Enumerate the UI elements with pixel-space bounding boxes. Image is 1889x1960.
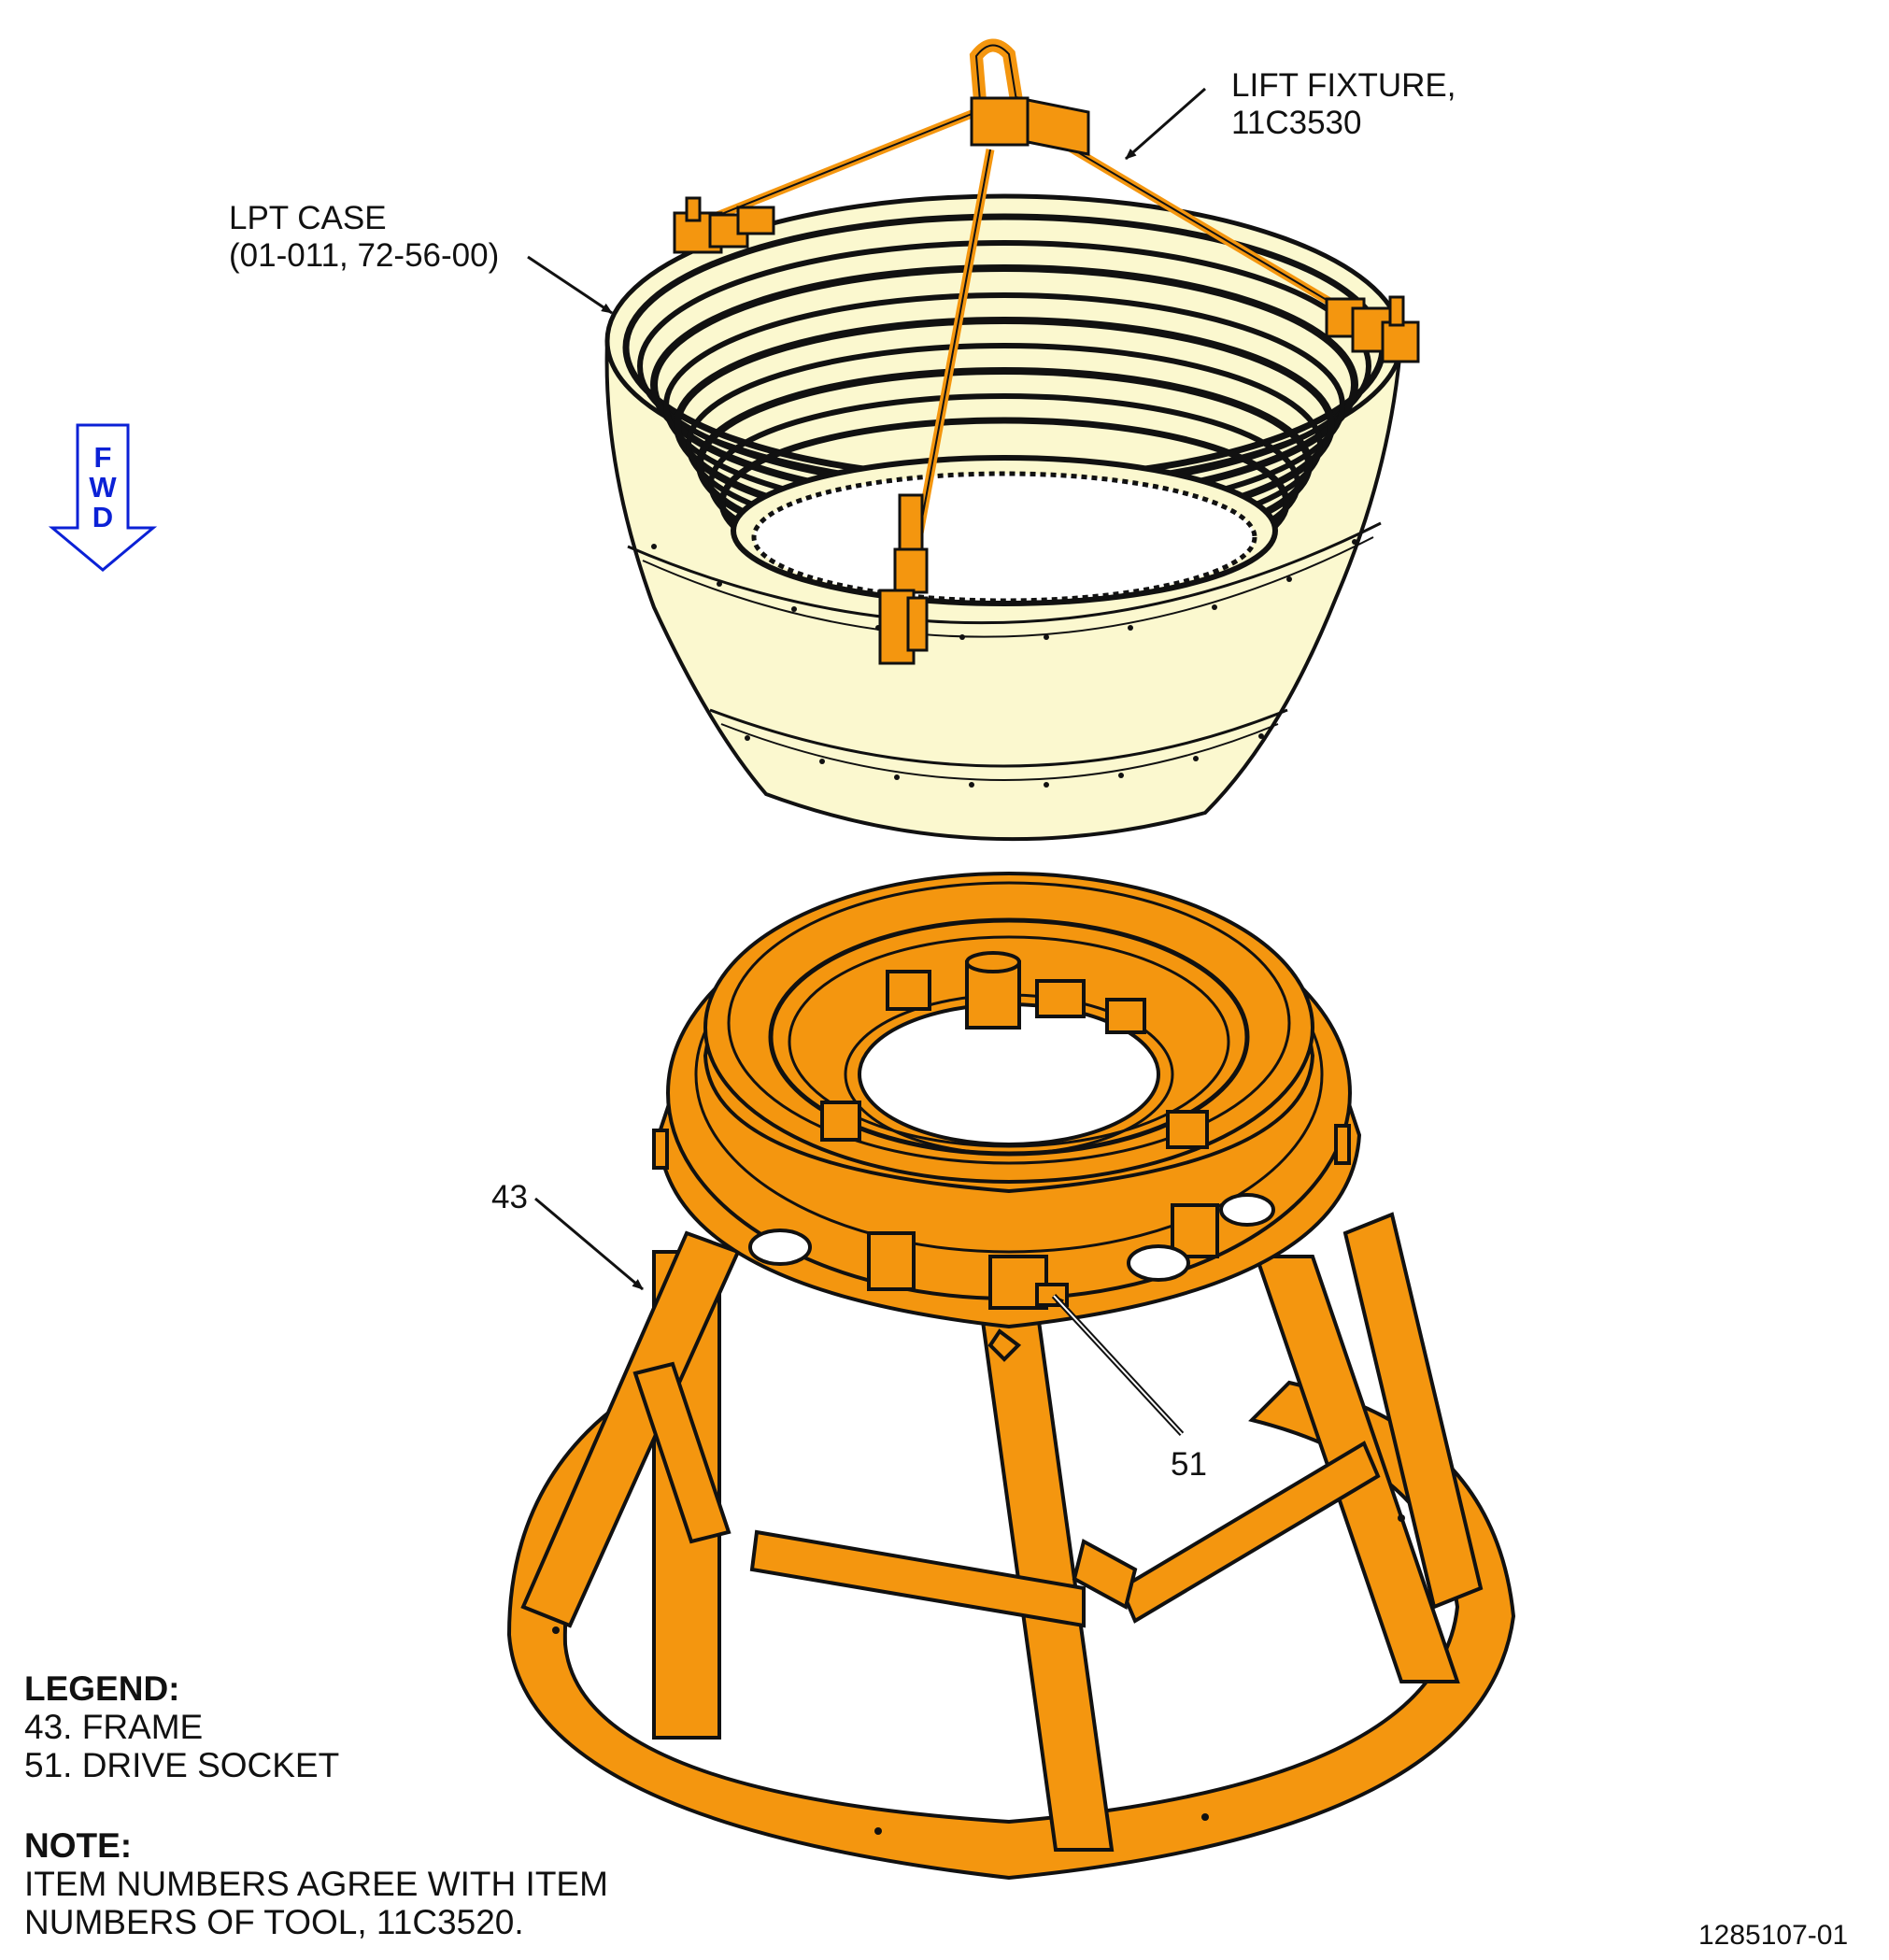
fwd-letter-f: F xyxy=(94,441,112,474)
lift-fixture-label-line2: 11C3530 xyxy=(1231,105,1362,141)
legend-title: LEGEND: xyxy=(24,1669,180,1708)
lpt-case-label-line1: LPT CASE xyxy=(229,200,387,236)
legend-item: 51. DRIVE SOCKET xyxy=(24,1746,340,1784)
legend-item: 43. FRAME xyxy=(24,1708,204,1746)
lift-fixture-label-line1: LIFT FIXTURE, xyxy=(1231,67,1456,104)
figure-id: 1285107-01 xyxy=(1698,1920,1849,1951)
lpt-case-label-line2: (01-011, 72-56-00) xyxy=(229,237,500,274)
lpt-case-label: LPT CASE (01-011, 72-56-00) xyxy=(229,200,499,275)
frame xyxy=(506,872,1516,1881)
note: NOTE: ITEM NUMBERS AGREE WITH ITEM NUMBE… xyxy=(24,1826,608,1941)
lift-fixture xyxy=(673,38,1420,665)
fwd-letter-d: D xyxy=(92,501,113,533)
note-line: NUMBERS OF TOOL, 11C3520. xyxy=(24,1903,524,1941)
lift-fixture-label: LIFT FIXTURE, 11C3530 xyxy=(1231,67,1456,142)
leader-lines xyxy=(527,87,1206,1437)
legend: LEGEND: 43. FRAME 51. DRIVE SOCKET xyxy=(24,1669,339,1784)
fwd-arrow: F W D xyxy=(48,423,158,572)
frame-callout: 43 xyxy=(491,1179,528,1215)
note-title: NOTE: xyxy=(24,1826,133,1865)
drive-socket-callout: 51 xyxy=(1171,1446,1207,1483)
lpt-case xyxy=(604,193,1404,842)
fwd-letter-w: W xyxy=(89,471,117,504)
note-line: ITEM NUMBERS AGREE WITH ITEM xyxy=(24,1865,608,1903)
